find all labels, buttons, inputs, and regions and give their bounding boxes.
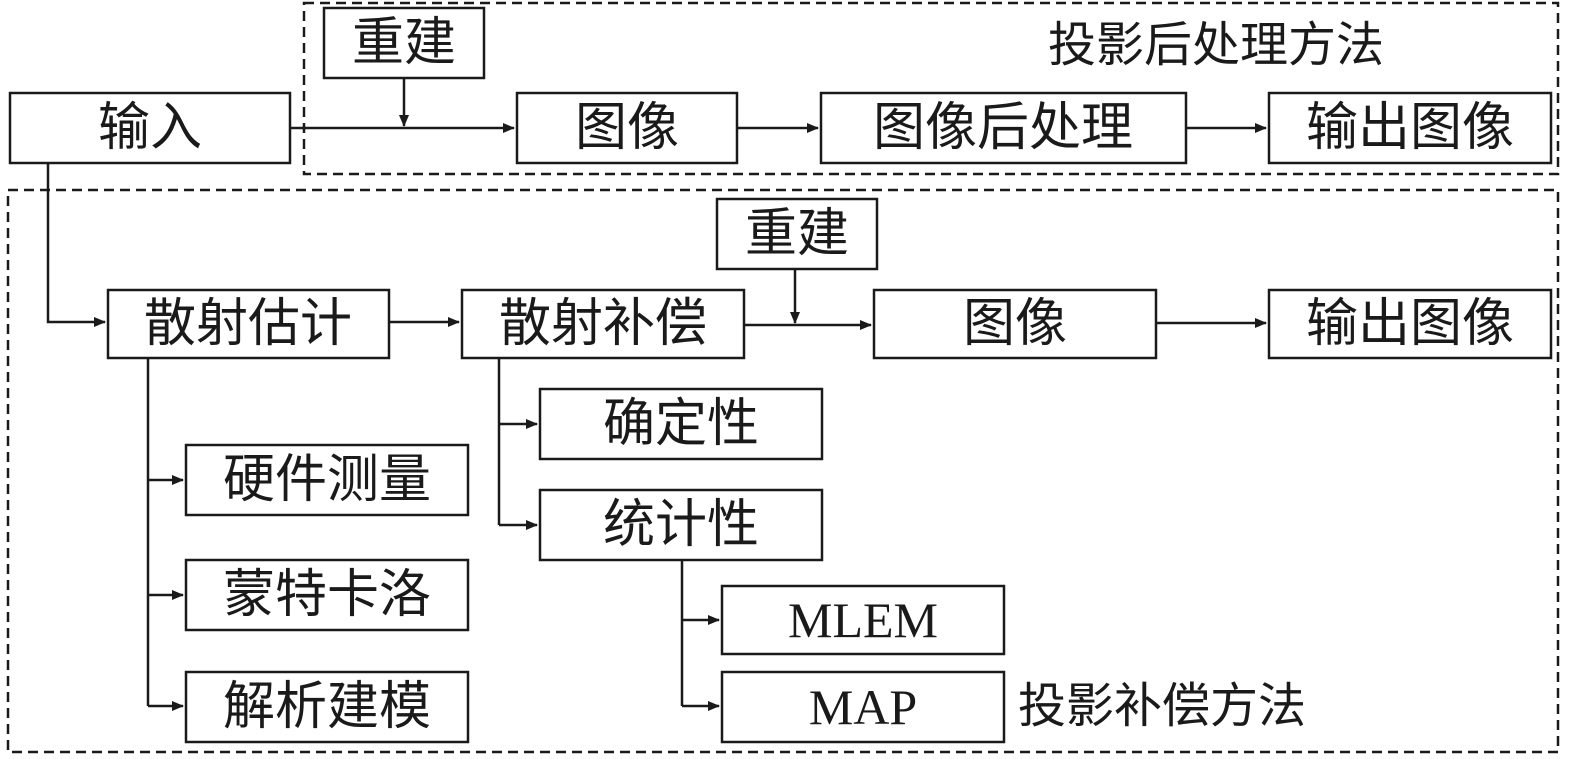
node-image-top: 图像	[515, 91, 739, 165]
node-postprocess-label: 图像后处理	[873, 98, 1133, 158]
node-output-top: 输出图像	[1267, 91, 1553, 165]
node-output-bottom: 输出图像	[1267, 288, 1553, 360]
node-deterministic-label: 确定性	[603, 394, 759, 454]
node-output-bottom-label: 输出图像	[1306, 294, 1514, 354]
node-image-top-label: 图像	[575, 98, 679, 158]
node-mlem: MLEM	[720, 584, 1006, 656]
projection-compensation-title: 投影补偿方法	[1018, 678, 1306, 734]
node-statistical: 统计性	[538, 488, 824, 562]
node-scatter-comp: 散射补偿	[460, 288, 746, 360]
node-analytic-label: 解析建模	[223, 677, 431, 737]
node-input: 输入	[8, 91, 292, 165]
node-statistical-label: 统计性	[603, 495, 759, 555]
connectors	[46, 78, 1267, 711]
node-output-top-label: 输出图像	[1306, 98, 1514, 158]
node-scatter-est-label: 散射估计	[144, 294, 352, 354]
node-recon-top-label: 重建	[352, 13, 456, 73]
node-recon-top: 重建	[322, 6, 486, 80]
node-scatter-comp-label: 散射补偿	[499, 294, 707, 354]
node-image-bottom-label: 图像	[963, 294, 1067, 354]
node-postprocess: 图像后处理	[819, 91, 1188, 165]
node-deterministic: 确定性	[538, 387, 824, 461]
node-hardware-label: 硬件测量	[223, 450, 431, 510]
node-hardware: 硬件测量	[184, 443, 470, 517]
node-monte-carlo-label: 蒙特卡洛	[223, 565, 431, 625]
node-input-label: 输入	[98, 98, 202, 158]
edge-input-to-scatter-est	[46, 163, 106, 327]
node-scatter-est: 散射估计	[106, 288, 391, 360]
node-map-label: MAP	[809, 679, 917, 735]
projection-post-processing-region	[302, 1, 1560, 176]
projection-post-processing-title: 投影后处理方法	[1048, 17, 1384, 73]
node-mlem-label: MLEM	[788, 592, 938, 648]
node-map: MAP	[720, 670, 1006, 744]
node-analytic: 解析建模	[184, 670, 470, 744]
node-monte-carlo: 蒙特卡洛	[184, 558, 470, 632]
node-recon-bottom-label: 重建	[745, 204, 849, 264]
node-recon-bottom: 重建	[715, 197, 879, 271]
projection-compensation-region	[6, 188, 1560, 754]
node-image-bottom: 图像	[872, 288, 1158, 360]
